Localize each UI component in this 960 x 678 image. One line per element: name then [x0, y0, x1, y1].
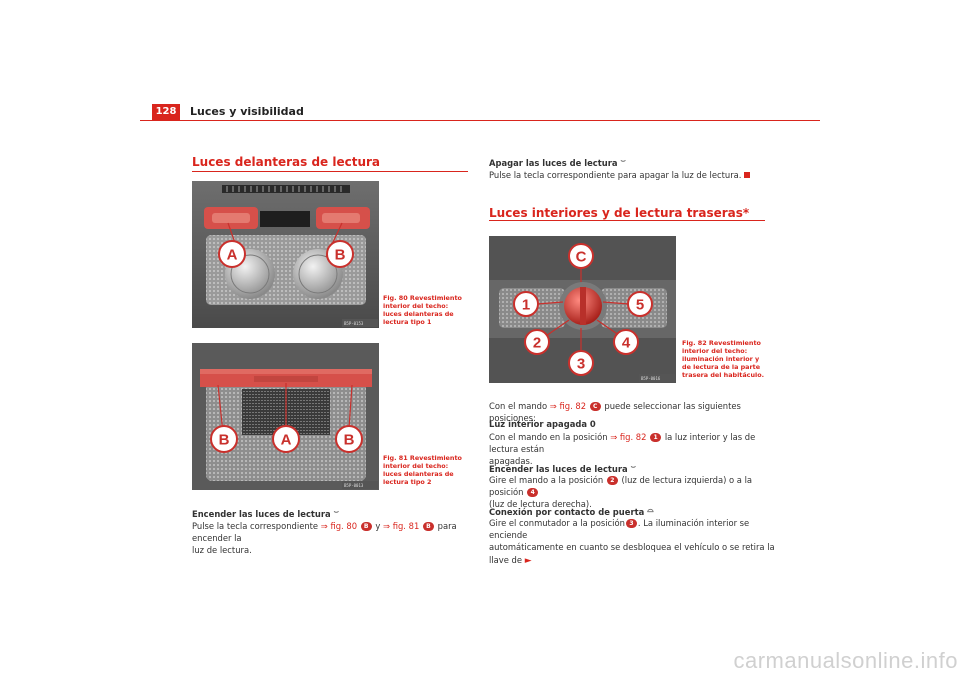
badge-4: 4 [527, 488, 539, 498]
reading-lamp-icon: ⌣ [333, 507, 339, 516]
reading-lamp-icon: ⌣ [630, 462, 636, 471]
badge-b: B [360, 522, 372, 531]
fig82-label-2: 2 [533, 335, 541, 352]
fig81-drawing: B A B B5P-0013 [192, 343, 379, 490]
fig82-label-c: C [576, 249, 587, 266]
fig80-code: B5P-0153 [344, 321, 364, 326]
fig82-caption: Fig. 82 Revestimiento interior del techo… [682, 339, 765, 379]
fig80-drawing: A B B5P-0153 [192, 181, 379, 328]
fig81-label-b-left: B [219, 432, 230, 449]
watermark: carmanualsonline.info [733, 648, 958, 673]
heading-luz-apagada: Luz interior apagada 0 [489, 419, 596, 429]
fig80-caption: Fig. 80 Revestimiento interior del techo… [383, 294, 462, 326]
link-fig82[interactable]: ⇒ fig. 82 [610, 432, 647, 442]
fig82-label-5: 5 [636, 297, 644, 314]
badge-3: 3 [625, 519, 637, 528]
fig82-label-4: 4 [622, 335, 631, 352]
figure-80-image: A B B5P-0153 [192, 181, 379, 328]
paragraph-encender: Pulse la tecla correspondiente ⇒ fig. 80… [192, 521, 457, 556]
heading-encender: Encender las luces de lectura⌣ [192, 507, 339, 519]
fig82-code: B5P-0016 [641, 376, 661, 381]
heading-contacto-puerta: Conexión por contacto de puerta⌓ [489, 505, 654, 517]
end-marker-icon [744, 172, 751, 178]
link-fig81[interactable]: ⇒ fig. 81 [383, 521, 420, 531]
badge-2: 2 [606, 476, 618, 485]
badge-c: C [589, 402, 601, 411]
fig81-label-b-right: B [344, 432, 355, 449]
paragraph-intro: Con el mando ⇒ fig. 82 C puede seleccion… [489, 401, 741, 424]
section-title-front-lights: Luces delanteras de lectura [192, 155, 381, 169]
link-fig80[interactable]: ⇒ fig. 80 [320, 521, 358, 531]
link-fig82[interactable]: ⇒ fig. 82 [549, 401, 587, 411]
badge-1: 1 [650, 433, 662, 442]
paragraph-apagar: Pulse la tecla correspondiente para apag… [489, 169, 751, 181]
reading-lamp-icon: ⌣ [620, 156, 626, 165]
section-title-rear-lights: Luces interiores y de lectura traseras* [489, 206, 750, 220]
fig82-label-1: 1 [522, 297, 530, 314]
paragraph-encender-lectura: Gire el mando a la posición 2 (luz de le… [489, 475, 753, 510]
heading-encender-lectura: Encender las luces de lectura⌣ [489, 462, 636, 474]
badge-b: B [422, 522, 434, 531]
fig81-caption: Fig. 81 Revestimiento interior del techo… [383, 454, 462, 486]
page-title: Luces y visibilidad [190, 105, 304, 118]
continue-arrow-icon: ► [524, 555, 532, 566]
heading-apagar: Apagar las luces de lectura⌣ [489, 156, 626, 168]
paragraph-luz-apagada: Con el mando en la posición ⇒ fig. 82 1 … [489, 432, 756, 467]
figure-82-image: C 1 5 2 4 3 B5P-0016 [489, 236, 676, 383]
section-rule [192, 171, 468, 172]
fig80-label-a: A [227, 247, 238, 264]
fig80-label-b: B [335, 247, 346, 264]
fig82-label-3: 3 [577, 356, 585, 373]
fig81-label-a: A [281, 432, 292, 449]
page-number: 128 [152, 104, 180, 120]
header-rule [140, 120, 820, 121]
section-rule [489, 220, 765, 221]
fig82-drawing: C 1 5 2 4 3 B5P-0016 [489, 236, 676, 383]
figure-81-image: B A B B5P-0013 [192, 343, 379, 490]
door-contact-icon: ⌓ [647, 505, 654, 514]
fig81-code: B5P-0013 [344, 483, 364, 488]
